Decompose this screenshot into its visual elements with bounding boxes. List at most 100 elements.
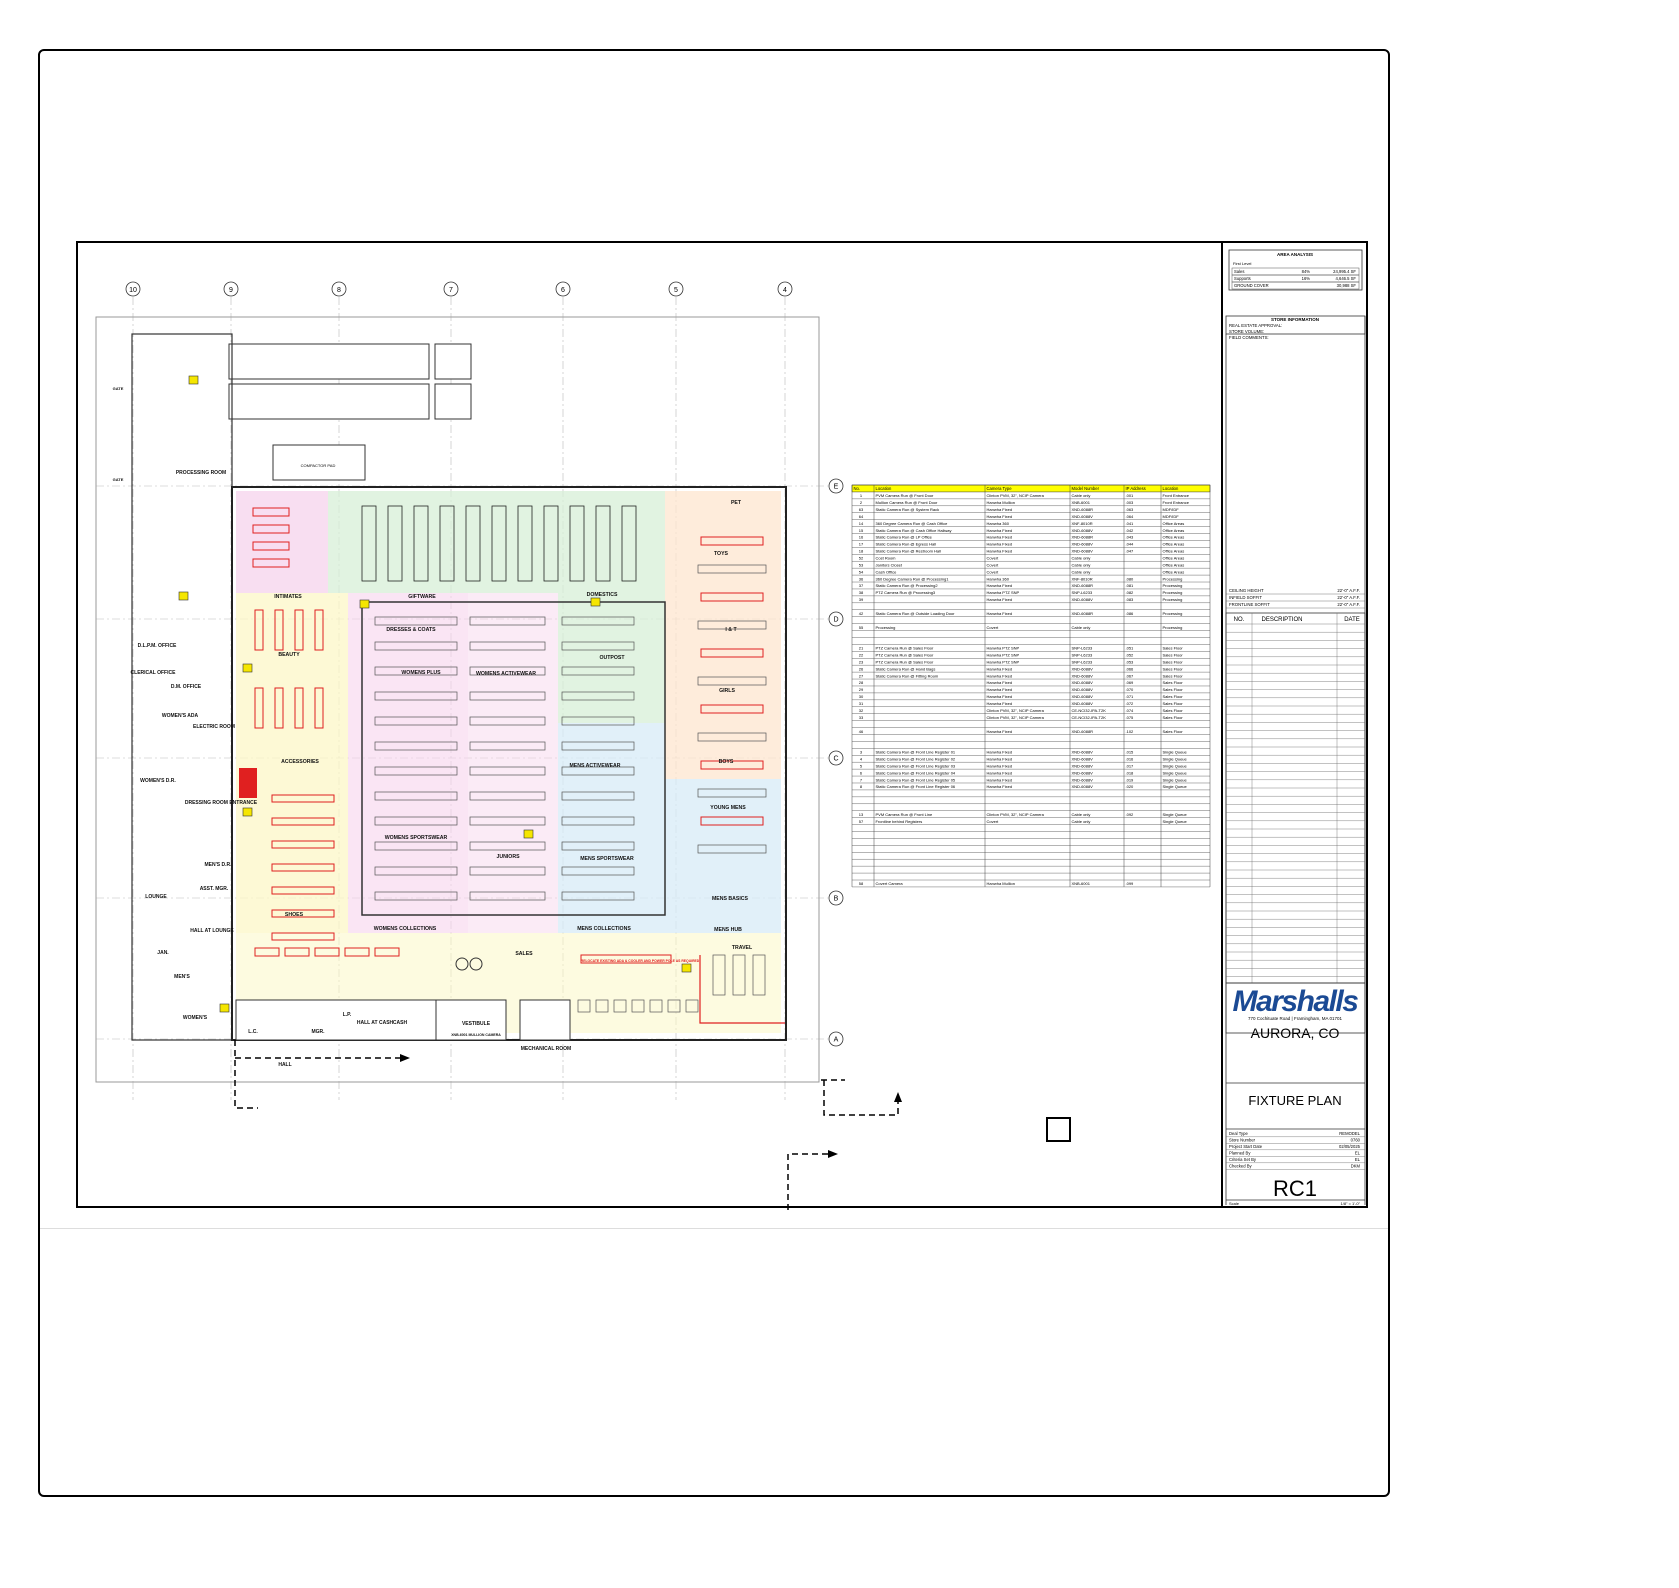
area-cell: 16% xyxy=(1302,276,1311,281)
relocate-note: RELOCATE EXISTING ADA & COOLER AND POWER… xyxy=(581,959,700,963)
red-fixture xyxy=(254,687,264,729)
rack xyxy=(469,616,546,626)
grid-bubble xyxy=(828,478,844,494)
building-outline xyxy=(231,486,787,1041)
round-rack xyxy=(469,957,483,971)
trailer xyxy=(228,383,430,420)
table-cell: .015 xyxy=(1126,750,1135,755)
table-cell: Sales Floor xyxy=(1163,659,1184,664)
rack xyxy=(561,841,635,851)
table-cell: Sales Floor xyxy=(1163,666,1184,671)
label-womens-ada: WOMEN'S ADA xyxy=(162,713,199,719)
grid-label: 4 xyxy=(783,287,787,294)
label-lc: L.C. xyxy=(248,1029,258,1035)
rack xyxy=(469,841,546,851)
grid-label: E xyxy=(834,484,839,491)
label-hall-cash: HALL AT CASH xyxy=(357,1020,394,1026)
table-cell: Single Queue xyxy=(1163,770,1188,775)
table-cell: Front Entrance xyxy=(1163,493,1190,498)
rack xyxy=(374,666,458,676)
table-cell: Cable only xyxy=(1072,556,1091,561)
fixtures xyxy=(252,505,785,1024)
table-cell: Covert Camera xyxy=(876,881,904,886)
rack xyxy=(469,891,546,901)
table-cell: Static Camera Run @ LP Office xyxy=(876,535,933,540)
store-info-row: REAL ESTATE APPROVAL: xyxy=(1229,323,1282,328)
scale-value: 1/8" = 1'-0" xyxy=(1340,1201,1360,1206)
table-cell: Static Camera Run @ Outside Loading Door xyxy=(876,611,956,616)
table-cell: 7 xyxy=(860,777,863,782)
table-cell: Office Areas xyxy=(1163,542,1185,547)
table-cell: Static Camera Run @ Hand Bags xyxy=(876,666,936,671)
table-cell: Hanwha Fixed xyxy=(987,611,1013,616)
rack xyxy=(752,954,766,996)
table-header-cell: Model Number xyxy=(1072,486,1100,491)
grid-label: 10 xyxy=(129,287,137,294)
red-fixture xyxy=(254,947,280,957)
table-cell: Static Camera Run @ Egress Hall xyxy=(876,542,937,547)
table-cell: Single Queue xyxy=(1163,777,1188,782)
table-cell: .053 xyxy=(1126,659,1135,664)
rack xyxy=(561,816,635,826)
page-border xyxy=(38,49,1390,1497)
table-cell: .001 xyxy=(1126,493,1135,498)
table-cell: Janitors Closet xyxy=(876,562,903,567)
table-cell: 3 xyxy=(860,750,863,755)
gondola xyxy=(621,505,637,582)
table-cell: 27 xyxy=(859,673,864,678)
grid-label: 9 xyxy=(229,287,233,294)
camera-icon xyxy=(681,963,692,973)
racetrack xyxy=(361,601,666,916)
arrow-icon xyxy=(894,1092,902,1102)
meta-value: DKM xyxy=(1351,1164,1361,1169)
label-cash: CASH xyxy=(393,1020,408,1026)
table-cell: Single Queue xyxy=(1163,756,1188,761)
table-cell: 15 xyxy=(859,528,864,533)
label-dressing: DRESSING ROOM ENTRANCE xyxy=(185,800,258,806)
area-cell: 24,995.4 SF xyxy=(1333,269,1356,274)
table-cell: XND-6088V xyxy=(1072,680,1094,685)
table-cell: XND-6088V xyxy=(1072,687,1094,692)
dept-giftware: GIFTWARE xyxy=(408,594,436,600)
table-cell: .018 xyxy=(1126,770,1135,775)
rack xyxy=(561,691,635,701)
brand-address: 770 Cochituate Road | Framingham, MA 017… xyxy=(1248,1016,1342,1021)
rack xyxy=(712,954,726,996)
table-cell: XNB-6001 xyxy=(1072,881,1091,886)
table-cell: Single Queue xyxy=(1163,763,1188,768)
site-boundary xyxy=(95,316,820,1083)
meta-value: REMODEL xyxy=(1339,1131,1360,1136)
red-fixture xyxy=(274,609,284,651)
table-cell: Processing xyxy=(1163,597,1183,602)
rack xyxy=(374,841,458,851)
table-cell: Hanwha Fixed xyxy=(987,535,1013,540)
table-cell: 39 xyxy=(859,597,864,602)
table-cell: SNP-L6233 xyxy=(1072,659,1093,664)
table-cell: XND-6088V xyxy=(1072,763,1094,768)
rev-header-date: DATE xyxy=(1344,617,1360,623)
grid-bubble xyxy=(828,890,844,906)
table-cell: Hanwha 360 xyxy=(987,521,1010,526)
red-fixture xyxy=(374,947,400,957)
grid-bubble xyxy=(331,281,347,297)
table-cell: XND-6088R xyxy=(1072,507,1094,512)
table-cell: Hanwha Fixed xyxy=(987,784,1013,789)
zone-womens xyxy=(348,593,468,933)
table-cell: Static Camera Run @ Front Line Register … xyxy=(876,763,956,768)
route-line xyxy=(821,1079,899,1116)
zone-mens xyxy=(558,723,665,933)
red-fixture xyxy=(271,909,335,918)
camera-icon xyxy=(219,1003,230,1013)
store-info-row: FIELD COMMENTS: xyxy=(1229,335,1269,340)
table-cell: PTZ Camera Run @ Processing3 xyxy=(876,590,936,595)
trailer xyxy=(228,343,430,380)
gondola xyxy=(595,505,611,582)
table-cell: Hanwha Mullion xyxy=(987,500,1015,505)
table-cell: Cable only xyxy=(1072,625,1091,630)
table-cell: 26 xyxy=(859,666,864,671)
table-cell: Hanwha PTZ SNP xyxy=(987,590,1020,595)
table-cell: Clinton PVM, 32", NCIP Camera xyxy=(987,812,1045,817)
table-cell: 18 xyxy=(859,549,864,554)
grid-bubble xyxy=(828,1031,844,1047)
